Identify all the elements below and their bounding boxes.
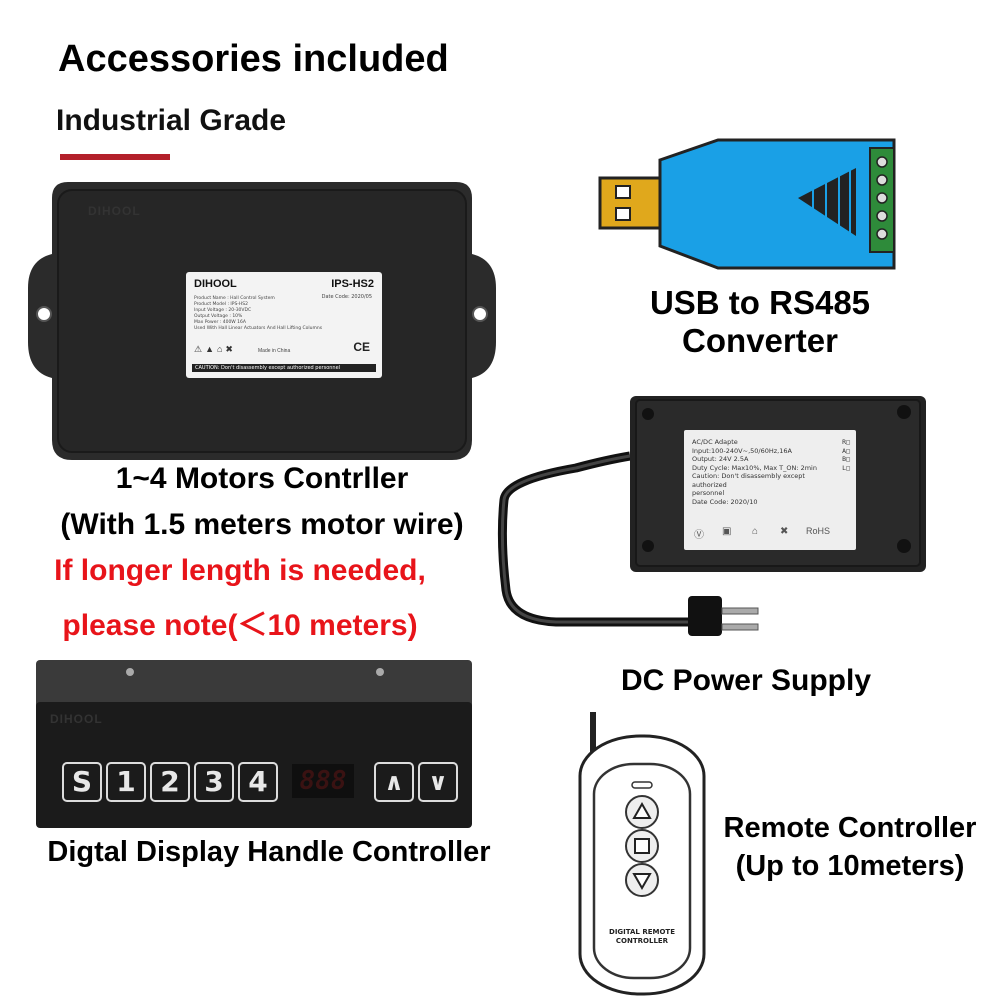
remote-caption-line-2: (Up to 10meters): [735, 850, 965, 882]
handle-seven-segment-display: 888: [292, 764, 354, 798]
label-brand: DIHOOL: [194, 278, 237, 290]
chevron-down-icon: ∨: [428, 768, 448, 796]
controller-product-label: DIHOOL IPS-HS2 Product Name : Hall Contr…: [186, 272, 382, 378]
handle-button-2[interactable]: 2: [150, 762, 190, 802]
power-supply-caption: DC Power Supply: [620, 664, 872, 697]
chevron-up-icon: ∧: [384, 768, 404, 796]
handle-button-1[interactable]: 1: [106, 762, 146, 802]
usb-converter-caption-line-2: Converter: [682, 322, 838, 359]
remote-caption-line-1: Remote Controller: [723, 812, 977, 844]
handle-body-icon: [36, 660, 472, 828]
efficiency-mark-icon: Ⓥ: [694, 530, 704, 541]
rohs-mark: RoHS: [806, 526, 831, 536]
dc-power-supply-image: AC/DC Adapte Input:100-240V~,50/60Hz,16A…: [496, 390, 932, 660]
handle-button-s[interactable]: S: [62, 762, 102, 802]
handle-controller-image: DIHOOL S 1 2 3 4 888 ∧ ∨: [36, 660, 472, 828]
page-title: Accessories included: [58, 38, 449, 80]
indoor-use-icon: ⌂: [752, 526, 759, 537]
controller-brand-emboss: DIHOOL: [88, 204, 141, 218]
motor-controller-image: DIHOOL DIHOOL IPS-HS2 Product Name : Hal…: [28, 182, 496, 460]
remote-body-icon: [578, 712, 706, 996]
label-date-code: Date Code: 2020/05: [321, 294, 372, 300]
label-made-in: Made in China: [258, 348, 291, 354]
handle-button-4[interactable]: 4: [238, 762, 278, 802]
handle-down-button[interactable]: ∨: [418, 762, 458, 802]
usb-rs485-converter-image: [598, 128, 898, 274]
length-note-line-2: please note(＜10 meters): [62, 609, 418, 642]
handle-brand-emboss: DIHOOL: [50, 712, 103, 726]
power-supply-label: AC/DC Adapte Input:100-240V~,50/60Hz,16A…: [684, 430, 856, 550]
power-supply-specs: AC/DC Adapte Input:100-240V~,50/60Hz,16A…: [692, 438, 817, 506]
controller-caption: 1~4 Motors Contrller: [115, 462, 409, 495]
remote-down-button[interactable]: [622, 864, 662, 896]
label-safety-icons: ⚠▲⌂✖: [194, 344, 236, 354]
label-caution: CAUTION: Don't disassembly except author…: [192, 364, 376, 372]
page-subtitle: Industrial Grade: [56, 104, 287, 137]
remote-up-button[interactable]: [622, 796, 662, 828]
controller-wire-caption: (With 1.5 meters motor wire): [60, 508, 464, 541]
double-insulation-icon: ▣: [722, 526, 732, 537]
remote-stop-button[interactable]: [622, 830, 662, 862]
length-note-line-1: If longer length is needed,: [54, 554, 426, 587]
label-model: IPS-HS2: [331, 278, 374, 290]
accent-divider: [60, 154, 170, 160]
weee-bin-icon: ✖: [780, 526, 789, 537]
handle-up-button[interactable]: ∧: [374, 762, 414, 802]
ce-mark-icon: CE: [353, 340, 370, 354]
power-supply-side-markers: R□ A□ B□ L□: [842, 438, 850, 472]
power-supply-cert-icons: Ⓥ ▣ ⌂ ✖ RoHS: [692, 526, 848, 541]
handle-button-3[interactable]: 3: [194, 762, 234, 802]
usb-converter-icon: [598, 138, 896, 270]
usb-converter-caption-line-1: USB to RS485: [649, 284, 871, 321]
handle-caption: Digtal Display Handle Controller: [47, 836, 491, 868]
remote-body-label: DIGITAL REMOTE CONTROLLER: [609, 928, 675, 945]
remote-controller-image: DIGITAL REMOTE CONTROLLER: [576, 712, 708, 998]
label-specs: Product Name : Hall Control System Produ…: [194, 296, 323, 331]
